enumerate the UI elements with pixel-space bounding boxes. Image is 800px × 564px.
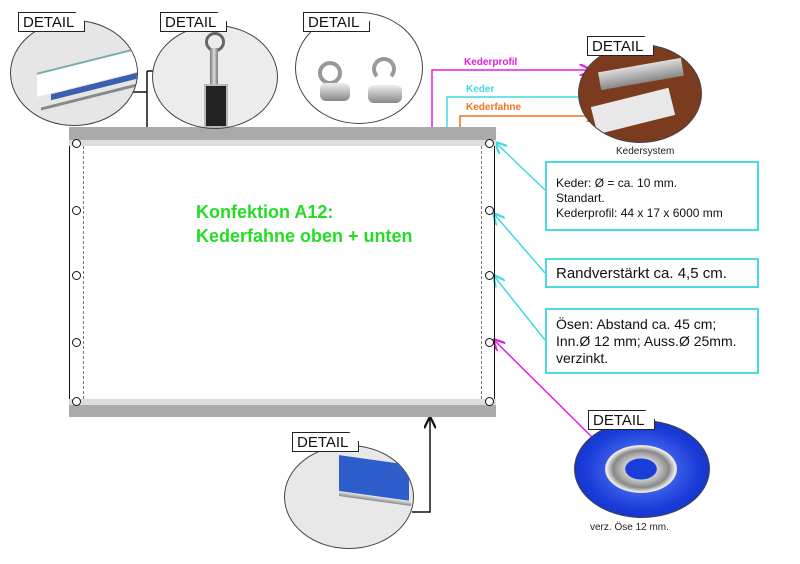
kederprofil-piece — [598, 57, 684, 91]
eyelet — [72, 338, 81, 347]
eyelet — [485, 271, 494, 280]
title-line-1: Konfektion A12: — [196, 202, 334, 222]
hook-block — [204, 84, 228, 128]
hook-a-body — [320, 83, 350, 101]
detail-photo-hook — [152, 25, 278, 129]
keder-box-pointer — [496, 143, 546, 191]
detail-photo-banner — [10, 20, 138, 126]
right-hem-line — [481, 146, 482, 399]
oesen-info-line: Inn.Ø 12 mm; Auss.Ø 25mm. — [556, 333, 737, 349]
detail-photo-kedersystem — [578, 44, 702, 143]
oesen-box-pointer — [494, 276, 546, 341]
rand-box-pointer — [494, 214, 546, 274]
kederprofil-arrow — [431, 70, 590, 127]
hook-b-body — [368, 85, 402, 103]
detail-tag: DETAIL — [160, 12, 227, 32]
hook-b-ring — [372, 57, 396, 81]
keder-info-line: Kederprofil: 44 x 17 x 6000 mm — [556, 206, 723, 220]
eyelet — [485, 338, 494, 347]
title-line-2: Kederfahne oben + unten — [196, 226, 413, 246]
eyelet-ring-outer — [605, 445, 677, 493]
detail-photo-eyelet — [574, 420, 710, 518]
keder-fabric — [590, 87, 676, 135]
left-edge — [69, 146, 70, 399]
detail-tag: DETAIL — [588, 410, 655, 430]
detail-tag: DETAIL — [303, 12, 370, 32]
hook-a-ring — [318, 61, 342, 85]
kedersystem-caption: Kedersystem — [616, 146, 675, 157]
oese-pointer — [494, 340, 601, 446]
eyelet — [72, 397, 81, 406]
bottom-keder-strip — [69, 405, 496, 417]
oesen-info-line: Ösen: Abstand ca. 45 cm; — [556, 316, 717, 332]
rand-info-text: Randverstärkt ca. 4,5 cm. — [556, 265, 727, 282]
banner-title: Konfektion A12: Kederfahne oben + unten — [196, 200, 413, 248]
keder-label: Keder — [466, 84, 495, 95]
oesen-info-line: verzinkt. — [556, 350, 609, 366]
left-hem-line — [83, 146, 84, 399]
eyelet — [485, 206, 494, 215]
keder-info-line: Keder: Ø = ca. 10 mm. — [556, 176, 678, 190]
rand-info-box: Randverstärkt ca. 4,5 cm. — [545, 258, 759, 288]
detail-tag: DETAIL — [18, 12, 85, 32]
oese-caption: verz. Öse 12 mm. — [590, 522, 669, 533]
bottom-keder-flap — [69, 399, 496, 405]
top-keder-flap — [69, 140, 496, 146]
detail-photo-bottom-keder — [284, 445, 414, 549]
oesen-info-box: Ösen: Abstand ca. 45 cm; Inn.Ø 12 mm; Au… — [545, 308, 759, 374]
eyelet — [72, 139, 81, 148]
detail-tag: DETAIL — [292, 432, 359, 452]
eyelet — [72, 206, 81, 215]
kederprofil-label: Kederprofil — [464, 57, 518, 68]
eyelet — [485, 397, 494, 406]
eyelet — [485, 139, 494, 148]
top-keder-strip — [69, 127, 496, 140]
kederfahne-label: Kederfahne — [466, 102, 522, 113]
hook-stem — [210, 48, 218, 88]
keder-info-box: Keder: Ø = ca. 10 mm. Standart. Kederpro… — [545, 161, 759, 231]
bottom-detail-connector — [412, 418, 430, 513]
keder-arrow — [446, 97, 595, 127]
banner — [69, 127, 496, 417]
right-edge — [494, 146, 495, 399]
detail-tag: DETAIL — [587, 36, 654, 56]
keder-info-line: Standart. — [556, 191, 605, 205]
eyelet — [72, 271, 81, 280]
